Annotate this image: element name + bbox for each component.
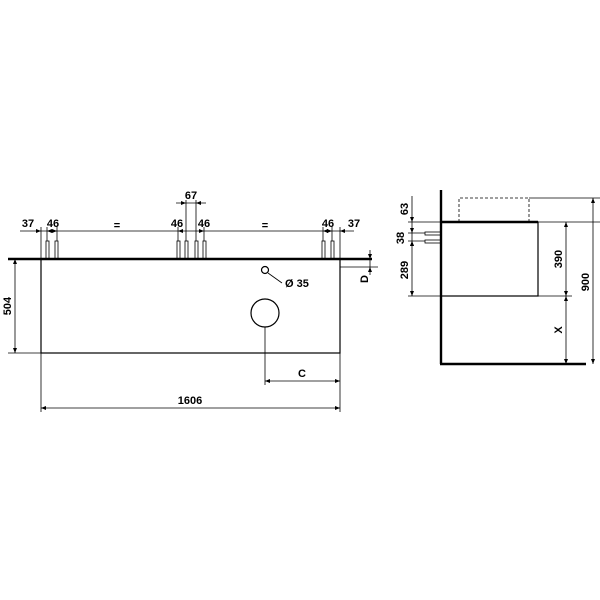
top-dimension-line [20,229,354,233]
extension-lines-top [40,200,341,259]
side-pipe-connectors [424,231,442,244]
dim-d: D [359,275,371,283]
spacing-67-dimension: 67 [176,190,206,205]
dim-eq-left: = [114,220,120,232]
pipe-connectors [45,240,335,260]
dim-c: C [298,368,306,380]
dim-390: 390 [553,250,565,268]
dim-38: 38 [395,232,407,244]
offset-c-dimension: C [264,327,341,412]
dim-left-37: 37 [22,218,34,230]
dim-left-46: 46 [47,218,59,230]
dim-mid-46-left: 46 [171,218,183,230]
width-1606-dimension: 1606 [40,353,340,412]
side-view: 63 38 289 390 X 900 [395,190,600,366]
dim-hole-diameter: Ø 35 [285,278,309,290]
dim-eq-right: = [262,220,268,232]
dim-289: 289 [399,261,411,279]
dim-mid-46-right: 46 [198,218,210,230]
dim-67: 67 [185,190,197,202]
dim-x: X [553,326,565,334]
height-504-dimension: 504 [2,259,41,354]
drain-hole [250,298,280,328]
dim-1606: 1606 [178,395,202,407]
dim-right-37: 37 [348,218,360,230]
tap-hole [260,265,270,275]
countertop-outline [458,197,530,222]
dim-504: 504 [2,296,14,315]
dim-900: 900 [580,273,592,291]
depth-d-dimension: D [340,250,378,283]
cabinet-body [40,258,341,354]
front-view: 67 37 46 = 46 46 = 46 37 Ø 35 D 504 [2,190,378,412]
side-cabinet [440,221,539,297]
side-left-dimensions: 63 38 289 [395,196,441,297]
side-right-dimensions: 390 X 900 [529,197,600,364]
dim-right-46: 46 [322,218,334,230]
hole-leader: Ø 35 [267,272,309,290]
dim-63: 63 [399,203,411,215]
